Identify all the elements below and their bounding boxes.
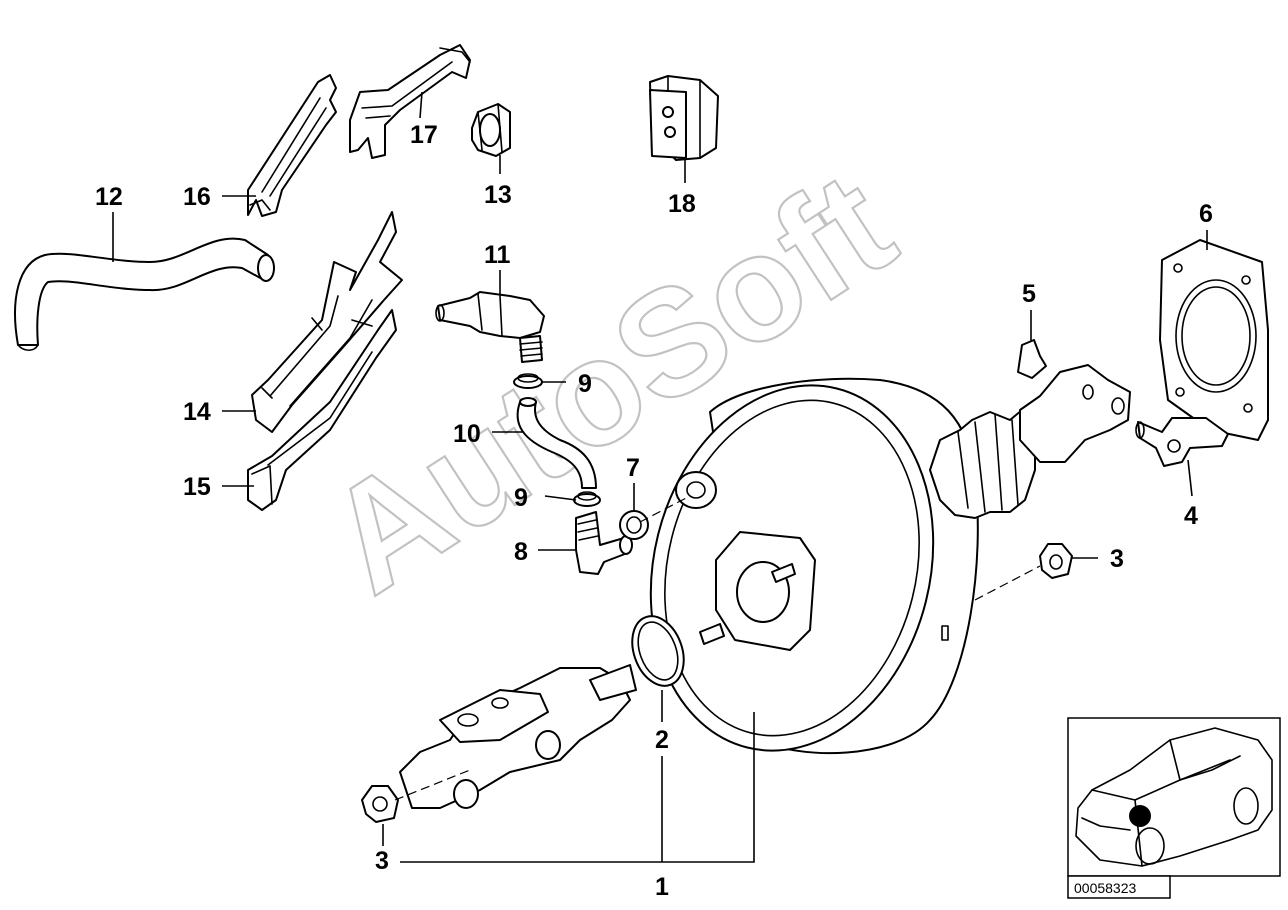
- label-part-15: 15: [183, 473, 211, 501]
- label-part-13: 13: [484, 181, 512, 209]
- axis-line-booster-port: [639, 495, 691, 523]
- label-part-4: 4: [1184, 502, 1198, 530]
- axis-line-right: [974, 565, 1041, 601]
- hose-part-12: [14, 237, 275, 352]
- clip-part-17: [349, 44, 471, 159]
- pin-part-4: [1135, 417, 1229, 467]
- nut-part-3-left: [361, 785, 399, 823]
- label-part-7: 7: [626, 454, 640, 482]
- reference-number: 00058323: [1074, 880, 1137, 896]
- ring-part-2: [631, 615, 685, 687]
- label-part-3-left: 3: [375, 847, 389, 875]
- label-part-8: 8: [514, 538, 528, 566]
- label-part-5: 5: [1022, 280, 1036, 308]
- car-location-icon: [1075, 727, 1273, 867]
- bracket-part-14: [251, 211, 403, 433]
- hose-part-10: [516, 397, 597, 489]
- label-part-12: 12: [95, 183, 123, 211]
- vehicle-locator-inset: 00058323: [1067, 717, 1281, 899]
- grommet-part-13: [471, 103, 511, 157]
- brake-booster-part-1: [649, 377, 1036, 755]
- label-part-17: 17: [410, 121, 438, 149]
- master-cylinder: [399, 664, 637, 809]
- label-part-3-right: 3: [1110, 545, 1124, 573]
- label-part-9-lower: 9: [514, 484, 528, 512]
- label-part-2: 2: [655, 726, 669, 754]
- label-part-18: 18: [668, 190, 696, 218]
- leader-lines: [112, 91, 1208, 863]
- part-labels: 12 16 17 13 18 11 9 10 9 7 8 14 15 5 6 4…: [95, 121, 1213, 901]
- valve-part-11: [435, 291, 545, 363]
- label-part-14: 14: [183, 398, 211, 426]
- label-part-16: 16: [183, 183, 211, 211]
- clevis-part-5: [1017, 339, 1131, 463]
- label-part-6: 6: [1199, 200, 1213, 228]
- gasket-part-6: [1159, 239, 1269, 441]
- label-part-11: 11: [484, 241, 511, 269]
- clamp-part-9-upper: [513, 373, 543, 389]
- pad-part-18: [649, 75, 719, 161]
- label-part-9-upper: 9: [578, 370, 592, 398]
- bracket-part-15: [247, 309, 397, 511]
- grommet-part-7: [619, 510, 649, 540]
- label-part-1: 1: [655, 873, 669, 901]
- label-part-10: 10: [453, 420, 481, 448]
- connector-part-8: [575, 511, 633, 575]
- nut-part-3-right: [1039, 543, 1073, 579]
- clip-part-16: [247, 74, 337, 217]
